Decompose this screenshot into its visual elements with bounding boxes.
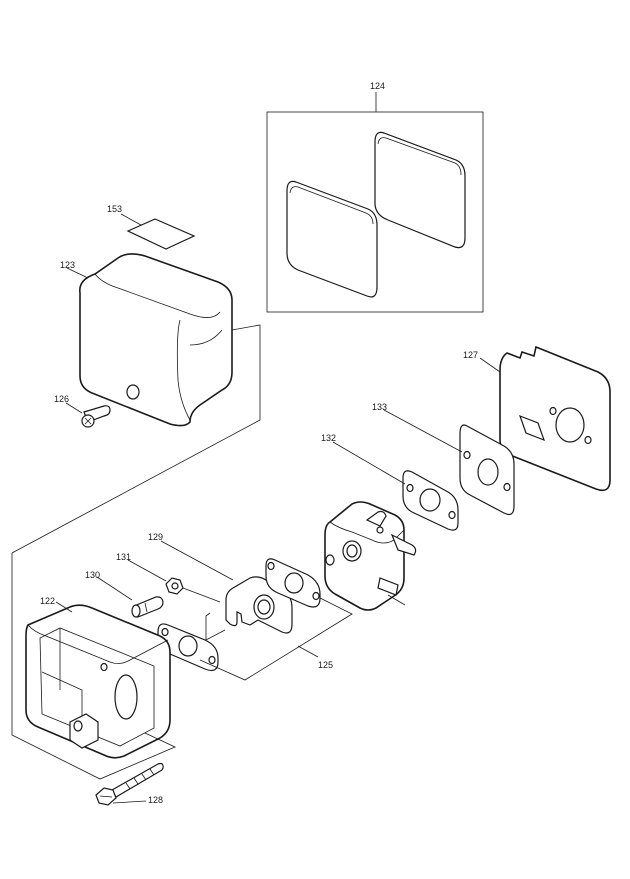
label-125: 125 — [318, 660, 333, 670]
part-122-air-cleaner-case — [11, 553, 176, 780]
part-125-gasket-upper — [265, 558, 321, 608]
part-127-plate — [479, 345, 611, 492]
label-130: 130 — [85, 570, 100, 580]
label-126: 126 — [54, 394, 69, 404]
part-132-insulator — [332, 441, 459, 531]
label-122: 122 — [40, 596, 55, 606]
label-123: 123 — [60, 260, 75, 270]
label-153: 153 — [107, 204, 122, 214]
part-128-bolt — [95, 762, 164, 806]
label-127: 127 — [463, 350, 478, 360]
label-128: 128 — [148, 795, 163, 805]
label-129: 129 — [148, 532, 163, 542]
label-133: 133 — [372, 402, 387, 412]
part-126-screw — [65, 402, 111, 428]
label-124: 124 — [370, 81, 385, 91]
label-131: 131 — [116, 552, 131, 562]
label-132: 132 — [321, 433, 336, 443]
part-133-gasket — [383, 409, 515, 516]
part-123-air-cleaner-cover — [11, 253, 261, 554]
carburetor — [324, 501, 417, 611]
part-131-nut — [127, 559, 221, 603]
part-125-gasket-lower — [157, 623, 219, 672]
part-125-callout — [199, 597, 353, 681]
part-130-stud — [96, 576, 164, 618]
part-124-air-filter-set — [266, 92, 484, 313]
